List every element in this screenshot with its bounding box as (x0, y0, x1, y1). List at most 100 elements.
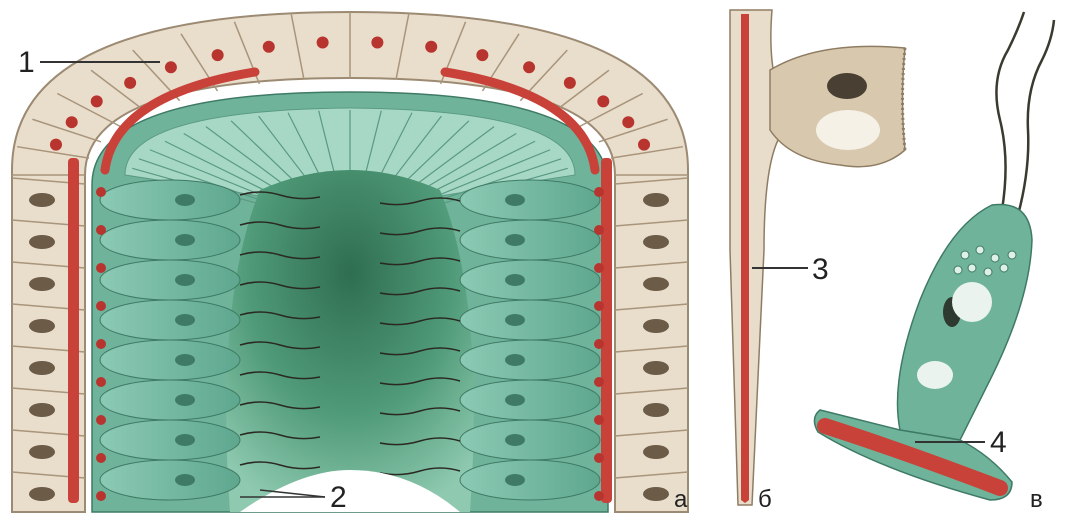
green-cell-left (100, 180, 240, 220)
green-cell-left (100, 260, 240, 300)
granule (1000, 264, 1008, 272)
green-cell-nucleus (505, 354, 525, 366)
side-cell-nucleus (643, 319, 669, 333)
red-dot (425, 41, 437, 53)
green-cell-nucleus (505, 434, 525, 446)
red-dot (96, 377, 106, 387)
red-dot (96, 491, 106, 501)
red-dot (523, 61, 535, 73)
red-dot (66, 116, 78, 128)
red-dot (476, 49, 488, 61)
red-dot (594, 339, 604, 349)
green-cell-left (100, 220, 240, 260)
red-dot (594, 453, 604, 463)
granule (961, 251, 969, 259)
label-3: 3 (812, 253, 829, 286)
side-cell-nucleus (643, 235, 669, 249)
red-dot (317, 37, 329, 49)
red-dot (594, 263, 604, 273)
green-cell-nucleus (505, 194, 525, 206)
red-dot (96, 415, 106, 425)
red-dot (96, 225, 106, 235)
green-cell-nucleus (505, 274, 525, 286)
panel-label-a: а (674, 486, 688, 513)
red-dot (594, 225, 604, 235)
cell-b-vacuole (816, 110, 880, 150)
panel-label-b: б (758, 486, 772, 513)
green-cell-nucleus (175, 394, 195, 406)
cell-v-vacuole-large (952, 282, 992, 322)
green-cell-left (100, 380, 240, 420)
label-2: 2 (330, 481, 347, 514)
green-cell-nucleus (175, 194, 195, 206)
red-band-left-vertical (68, 158, 79, 503)
side-cell-nucleus (643, 193, 669, 207)
green-cell-nucleus (175, 354, 195, 366)
red-dot (91, 95, 103, 107)
cell-v-vacuole-small (917, 361, 953, 389)
red-band-right-vertical (601, 158, 612, 503)
label-4: 4 (990, 426, 1007, 459)
red-dot (594, 415, 604, 425)
green-cell-right (460, 300, 600, 340)
granule (1008, 251, 1016, 259)
green-cell-right (460, 260, 600, 300)
red-dot (96, 187, 106, 197)
green-cell-nucleus (175, 234, 195, 246)
side-cell-nucleus (643, 403, 669, 417)
red-dot (638, 139, 650, 151)
green-cell-left (100, 340, 240, 380)
side-cell-nucleus (29, 487, 55, 501)
granule (968, 264, 976, 272)
red-dot (96, 339, 106, 349)
red-dot (564, 77, 576, 89)
cell-b-fringe (903, 48, 906, 150)
flagellum-1 (996, 12, 1024, 210)
red-dot (263, 41, 275, 53)
green-cell-left (100, 420, 240, 460)
green-cell-nucleus (175, 474, 195, 486)
green-cell-nucleus (505, 234, 525, 246)
side-cell-nucleus (29, 445, 55, 459)
green-cell-right (460, 380, 600, 420)
red-dot (594, 377, 604, 387)
cell-v-body (898, 204, 1033, 440)
side-cell-nucleus (29, 403, 55, 417)
green-cell-right (460, 220, 600, 260)
green-cell-nucleus (505, 394, 525, 406)
green-cell-right (460, 460, 600, 500)
red-dot (96, 263, 106, 273)
cell-b-red-band (741, 14, 749, 503)
green-cell-nucleus (175, 274, 195, 286)
label-1: 1 (18, 46, 35, 79)
granule (954, 266, 962, 274)
side-cell-nucleus (643, 361, 669, 375)
red-dot (594, 187, 604, 197)
red-dot (597, 95, 609, 107)
red-dot (124, 77, 136, 89)
panel-a-diagram (12, 12, 688, 512)
central-lumen (226, 170, 474, 512)
red-dot (622, 116, 634, 128)
red-dot (594, 491, 604, 501)
side-cell-nucleus (643, 277, 669, 291)
side-cell-nucleus (29, 235, 55, 249)
green-cell-nucleus (175, 314, 195, 326)
green-cell-left (100, 460, 240, 500)
granule (991, 254, 999, 262)
side-cell-nucleus (29, 277, 55, 291)
flagellum-2 (1018, 20, 1054, 215)
green-cell-right (460, 420, 600, 460)
red-dot (371, 37, 383, 49)
green-cell-left (100, 300, 240, 340)
side-cell-nucleus (29, 319, 55, 333)
granule (976, 246, 984, 254)
red-dot (212, 49, 224, 61)
red-dot (165, 61, 177, 73)
green-cell-right (460, 180, 600, 220)
cell-b-nucleus (827, 73, 867, 99)
green-cell-nucleus (505, 314, 525, 326)
red-dot (96, 301, 106, 311)
red-dot (594, 301, 604, 311)
side-cell-nucleus (643, 487, 669, 501)
